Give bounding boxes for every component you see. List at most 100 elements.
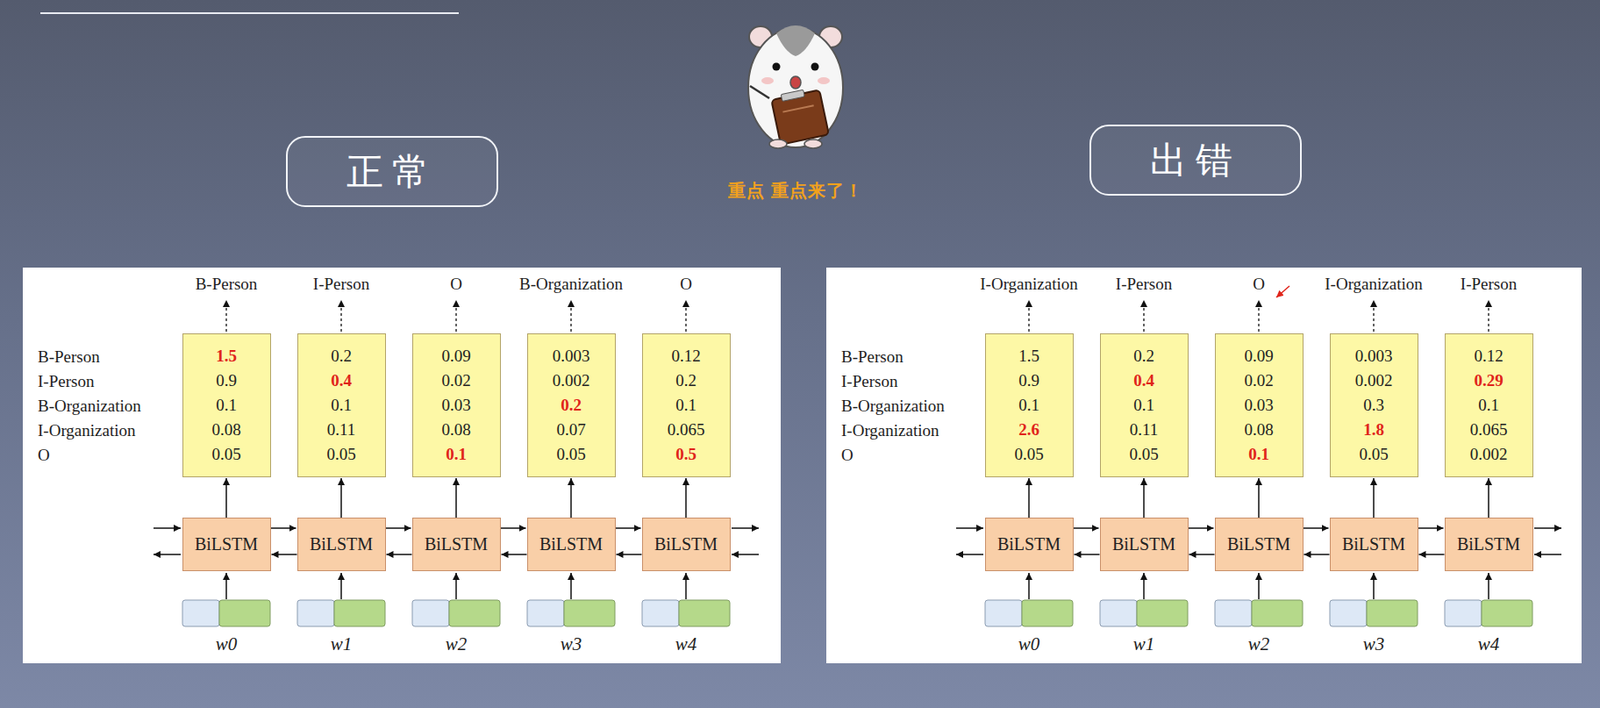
output-tag: I-Person [1115,275,1172,294]
row-label: B-Person [841,348,904,367]
state-arrow [153,553,181,556]
embedding-b [1251,600,1303,627]
output-tag: O [679,275,693,294]
embedding-b [449,600,500,627]
score-value: 0.2 [330,343,352,369]
embedding-b [1136,600,1188,627]
input-arrow [1487,572,1490,600]
output-tag: I-Person [313,275,370,294]
embedding-b [678,600,730,627]
word-label: w2 [1248,634,1271,655]
output-arrow [225,300,227,332]
score-box: 1.50.90.12.60.05 [985,333,1074,478]
bilstm-box: BiLSTM [412,517,501,572]
score-value: 0.11 [1129,417,1159,443]
score-value: 0.002 [1470,442,1508,467]
score-box: 0.20.40.10.110.05 [1100,333,1189,478]
bilstm-box: BiLSTM [1444,517,1534,572]
embedding-a [182,600,220,627]
embedding-b [1481,600,1533,627]
row-label: I-Person [37,372,94,392]
score-value: 0.1 [215,392,237,418]
connector-arrow [500,527,527,529]
score-value: 2.6 [1018,417,1040,443]
connector-arrow [1487,478,1490,518]
connector-arrow [1073,527,1100,529]
connector-arrow [1372,478,1375,518]
state-arrow [731,527,759,529]
output-tag: I-Organization [979,275,1079,294]
score-box: 0.090.020.030.080.1 [1214,333,1304,478]
connector-arrow [271,527,297,529]
state-arrow [1534,527,1562,529]
word-label: w3 [1363,634,1386,655]
output-tag: O [1252,275,1265,294]
connector-arrow [271,553,298,556]
connector-arrow [455,478,458,518]
embedding-a [985,600,1022,627]
row-label: O [37,446,50,465]
output-tag: O [450,275,463,294]
input-arrow [225,572,228,600]
connector-arrow [1304,553,1330,556]
output-arrow [1372,300,1374,332]
word-label: w4 [675,634,698,655]
output-arrow [1487,300,1489,332]
score-box: 1.50.90.10.080.05 [182,333,272,478]
score-value: 0.03 [1243,392,1273,418]
input-arrow [455,572,458,600]
output-arrow [455,300,457,332]
input-arrow [1028,572,1030,600]
score-value: 0.05 [556,442,586,467]
score-value: 0.1 [330,392,352,418]
score-value: 0.3 [1363,392,1385,418]
output-arrow [340,300,342,332]
score-value: 0.065 [667,417,706,443]
output-arrow [1257,300,1259,332]
score-value: 0.03 [441,392,471,418]
connector-arrow [1257,478,1260,518]
score-value: 0.12 [671,343,700,369]
score-value: 0.11 [327,417,357,443]
box-label: 正常 [346,147,438,197]
score-box: 0.20.40.10.110.05 [297,333,386,478]
score-value: 0.09 [441,343,471,369]
score-value: 0.002 [1355,368,1393,393]
bilstm-box: BiLSTM [1214,517,1304,572]
score-value: 0.1 [1133,392,1155,418]
title-box: 正常 [285,135,499,208]
word-label: w1 [330,634,353,655]
score-value: 0.05 [211,442,241,467]
score-value: 0.05 [1128,442,1158,467]
word-label: w2 [445,634,468,655]
embedding-a [642,600,679,627]
state-arrow [956,527,984,529]
embedding-a [1444,600,1482,627]
embedding-b [1021,600,1073,627]
embedding-b [219,600,271,627]
box-label: 出错 [1150,135,1242,186]
word-label: w0 [215,634,238,655]
connector-arrow [385,527,412,529]
connector-arrow [1303,527,1329,529]
row-label: B-Person [37,348,100,367]
score-value: 0.09 [1243,343,1273,369]
embedding-b [334,600,386,627]
word-label: w3 [560,634,583,655]
state-arrow [956,553,984,556]
bilstm-box: BiLSTM [527,517,616,572]
row-label: I-Organization [37,421,136,441]
embedding-a [1100,600,1137,627]
row-label: O [841,446,854,465]
box-label: BiLSTM [1227,534,1291,555]
output-tag: B-Person [195,275,258,294]
emphasis-note: 重点 重点来了！ [728,180,865,200]
embedding-a [297,600,335,627]
score-value: 0.02 [441,368,471,393]
score-box: 0.090.020.030.080.1 [412,333,501,478]
box-label: BiLSTM [654,534,718,555]
right-panel [826,267,1582,664]
score-value: 0.1 [1478,392,1500,418]
output-tag: I-Person [1460,275,1517,294]
score-value: 0.2 [560,392,582,418]
